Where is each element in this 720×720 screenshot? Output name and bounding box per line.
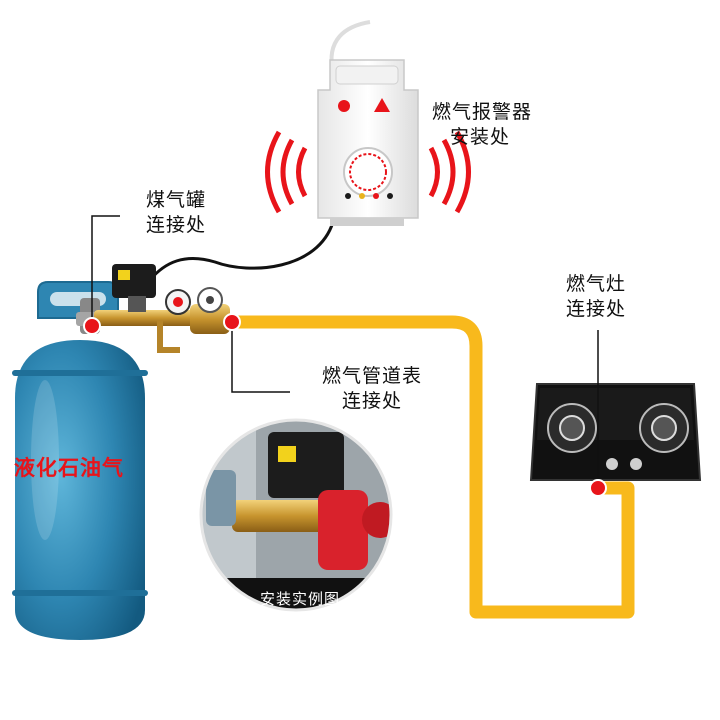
gas-tank bbox=[12, 281, 148, 640]
marker-meter-connection bbox=[223, 313, 241, 331]
label-detector-install: 燃气报警器 安装处 bbox=[432, 101, 533, 148]
regulator-assembly bbox=[94, 264, 230, 353]
alarm-waves bbox=[265, 130, 471, 214]
label-tank-connection: 煤气罐 连接处 bbox=[146, 189, 207, 236]
signal-cable bbox=[148, 221, 335, 281]
marker-stove-connection bbox=[589, 479, 607, 497]
gas-hose bbox=[232, 315, 635, 619]
tank-label: 液化石油气 bbox=[14, 456, 124, 480]
gas-detector bbox=[317, 59, 419, 226]
leader-meter-connection bbox=[231, 322, 290, 393]
gas-stove bbox=[529, 383, 702, 481]
label-stove-connection: 燃气灶 连接处 bbox=[566, 273, 627, 320]
photo-caption: 安装实例图 bbox=[259, 590, 340, 608]
leader-tank-connection bbox=[91, 215, 120, 326]
marker-tank-connection bbox=[83, 317, 101, 335]
label-meter-connection: 燃气管道表 连接处 bbox=[322, 365, 423, 412]
